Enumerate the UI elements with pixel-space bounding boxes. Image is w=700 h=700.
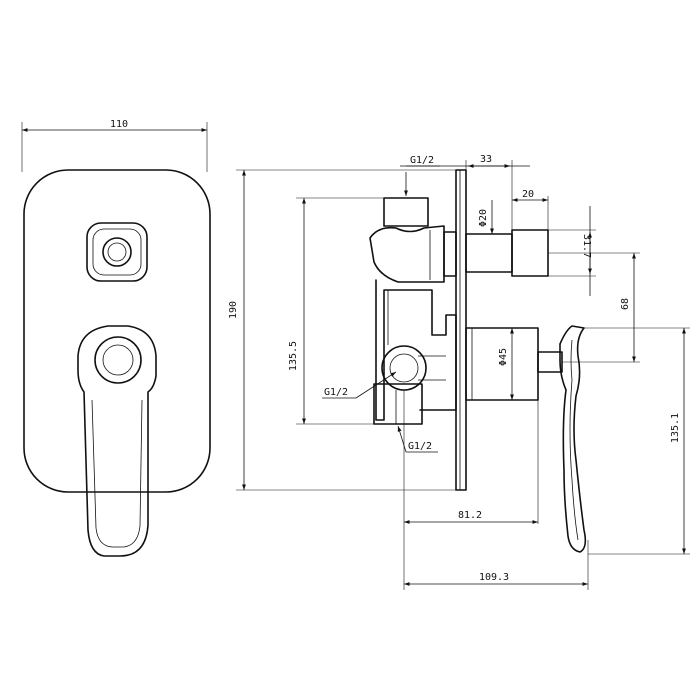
mixer-lever xyxy=(77,325,157,557)
top-fitting xyxy=(369,225,445,283)
diverter-knob-inner xyxy=(107,242,127,262)
diverter-button-inner xyxy=(92,228,142,276)
side-view: 190 135.5 33 20 Φ20 31.7 68 Φ45 xyxy=(228,154,690,590)
lever-profile-inner xyxy=(569,339,579,541)
lever-profile xyxy=(559,325,587,553)
leader-line-bottom xyxy=(397,425,407,453)
valve-body-outline xyxy=(375,279,457,421)
dim-label-109-3: 109.3 xyxy=(479,572,509,583)
dim-label-dia20: Φ20 xyxy=(478,209,489,227)
lever-hub-inner xyxy=(102,344,134,376)
dim-label-20: 20 xyxy=(522,189,534,200)
dim-label-110: 110 xyxy=(110,119,128,130)
dim-label-33: 33 xyxy=(480,154,492,165)
lever-neck xyxy=(537,351,563,373)
diverter-stem-sleeve xyxy=(465,233,513,273)
cover-plate xyxy=(23,169,211,493)
diverter-button-outer xyxy=(86,222,148,282)
diverter-knob-side xyxy=(511,229,549,277)
dim-label-31-7: 31.7 xyxy=(581,234,592,258)
lever-inner-contour xyxy=(91,399,143,548)
leader-line-left xyxy=(355,371,397,399)
front-view: 110 xyxy=(21,119,211,557)
thread-label-top: G1/2 xyxy=(410,155,434,166)
diverter-knob xyxy=(102,237,132,267)
dim-label-dia45: Φ45 xyxy=(498,348,509,366)
bottom-outlet xyxy=(373,383,423,425)
wall-plate xyxy=(455,169,467,491)
dim-label-190: 190 xyxy=(228,301,239,319)
left-inlet-inner xyxy=(389,353,419,383)
dim-label-81-2: 81.2 xyxy=(458,510,482,521)
fitting-collar xyxy=(443,231,457,277)
dim-label-135-1: 135.1 xyxy=(670,413,681,443)
thread-label-bottom: G1/2 xyxy=(408,441,432,452)
thread-label-left: G1/2 xyxy=(324,387,348,398)
dim-label-68: 68 xyxy=(620,298,631,310)
dim-label-135-5: 135.5 xyxy=(288,341,299,371)
top-inlet-pipe xyxy=(383,197,429,227)
lever-hub-outer xyxy=(94,336,142,384)
